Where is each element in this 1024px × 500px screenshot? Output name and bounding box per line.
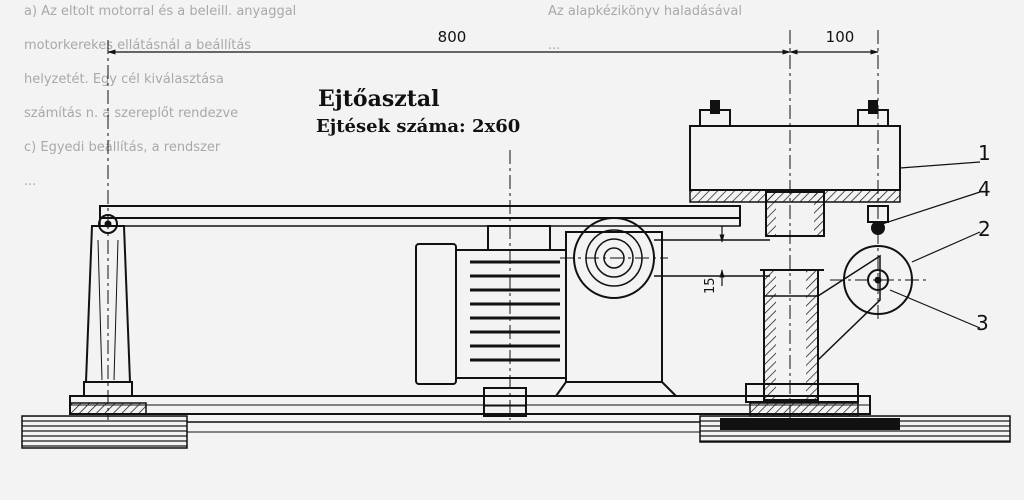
background-paragraph: Az alapkézikönyv haladásával bbox=[548, 4, 742, 19]
background-paragraph: motorkerekes ellátásnál a beállítás bbox=[24, 38, 252, 53]
right-drive-column bbox=[689, 100, 901, 403]
background-text-left-column: a) Az eltolt motorral és a beleill. anya… bbox=[24, 2, 484, 206]
background-paragraph: ... bbox=[24, 174, 37, 189]
callout-1: 1 bbox=[978, 141, 991, 165]
drop-table-arm bbox=[99, 205, 741, 227]
dimension-offset: 100 bbox=[789, 28, 879, 55]
background-paragraph: a) Az eltolt motorral és a beleill. anya… bbox=[24, 4, 297, 19]
dimension-label-stroke: 15 bbox=[703, 277, 718, 294]
figure-subtitle: Ejtések száma: 2x60 bbox=[316, 116, 521, 137]
background-paragraph: helyzetét. Egy cél kiválasztása bbox=[24, 72, 224, 87]
callout-3: 3 bbox=[976, 311, 989, 335]
dimension-overall: 800 bbox=[107, 28, 791, 55]
background-paragraph: számítás n. a szereplőt rendezve bbox=[24, 106, 239, 121]
callout-leaders bbox=[875, 161, 981, 329]
center-lines bbox=[107, 30, 930, 420]
ground-base bbox=[21, 415, 1011, 449]
dimension-label-overall: 800 bbox=[438, 28, 467, 46]
callout-2: 2 bbox=[978, 217, 991, 241]
dimension-label-offset: 100 bbox=[826, 28, 855, 46]
motor-cooling-fins bbox=[470, 260, 560, 362]
figure-title: Ejtőasztal bbox=[318, 86, 440, 112]
background-text-right-column: Az alapkézikönyv haladásával ... bbox=[548, 2, 1008, 70]
background-paragraph: c) Egyedi beállítás, a rendszer bbox=[24, 140, 221, 155]
electric-motor bbox=[415, 225, 679, 397]
dimension-stroke: 15 bbox=[703, 226, 725, 294]
background-paragraph: ... bbox=[548, 38, 561, 53]
callout-4: 4 bbox=[978, 177, 991, 201]
base-rail bbox=[69, 387, 871, 417]
